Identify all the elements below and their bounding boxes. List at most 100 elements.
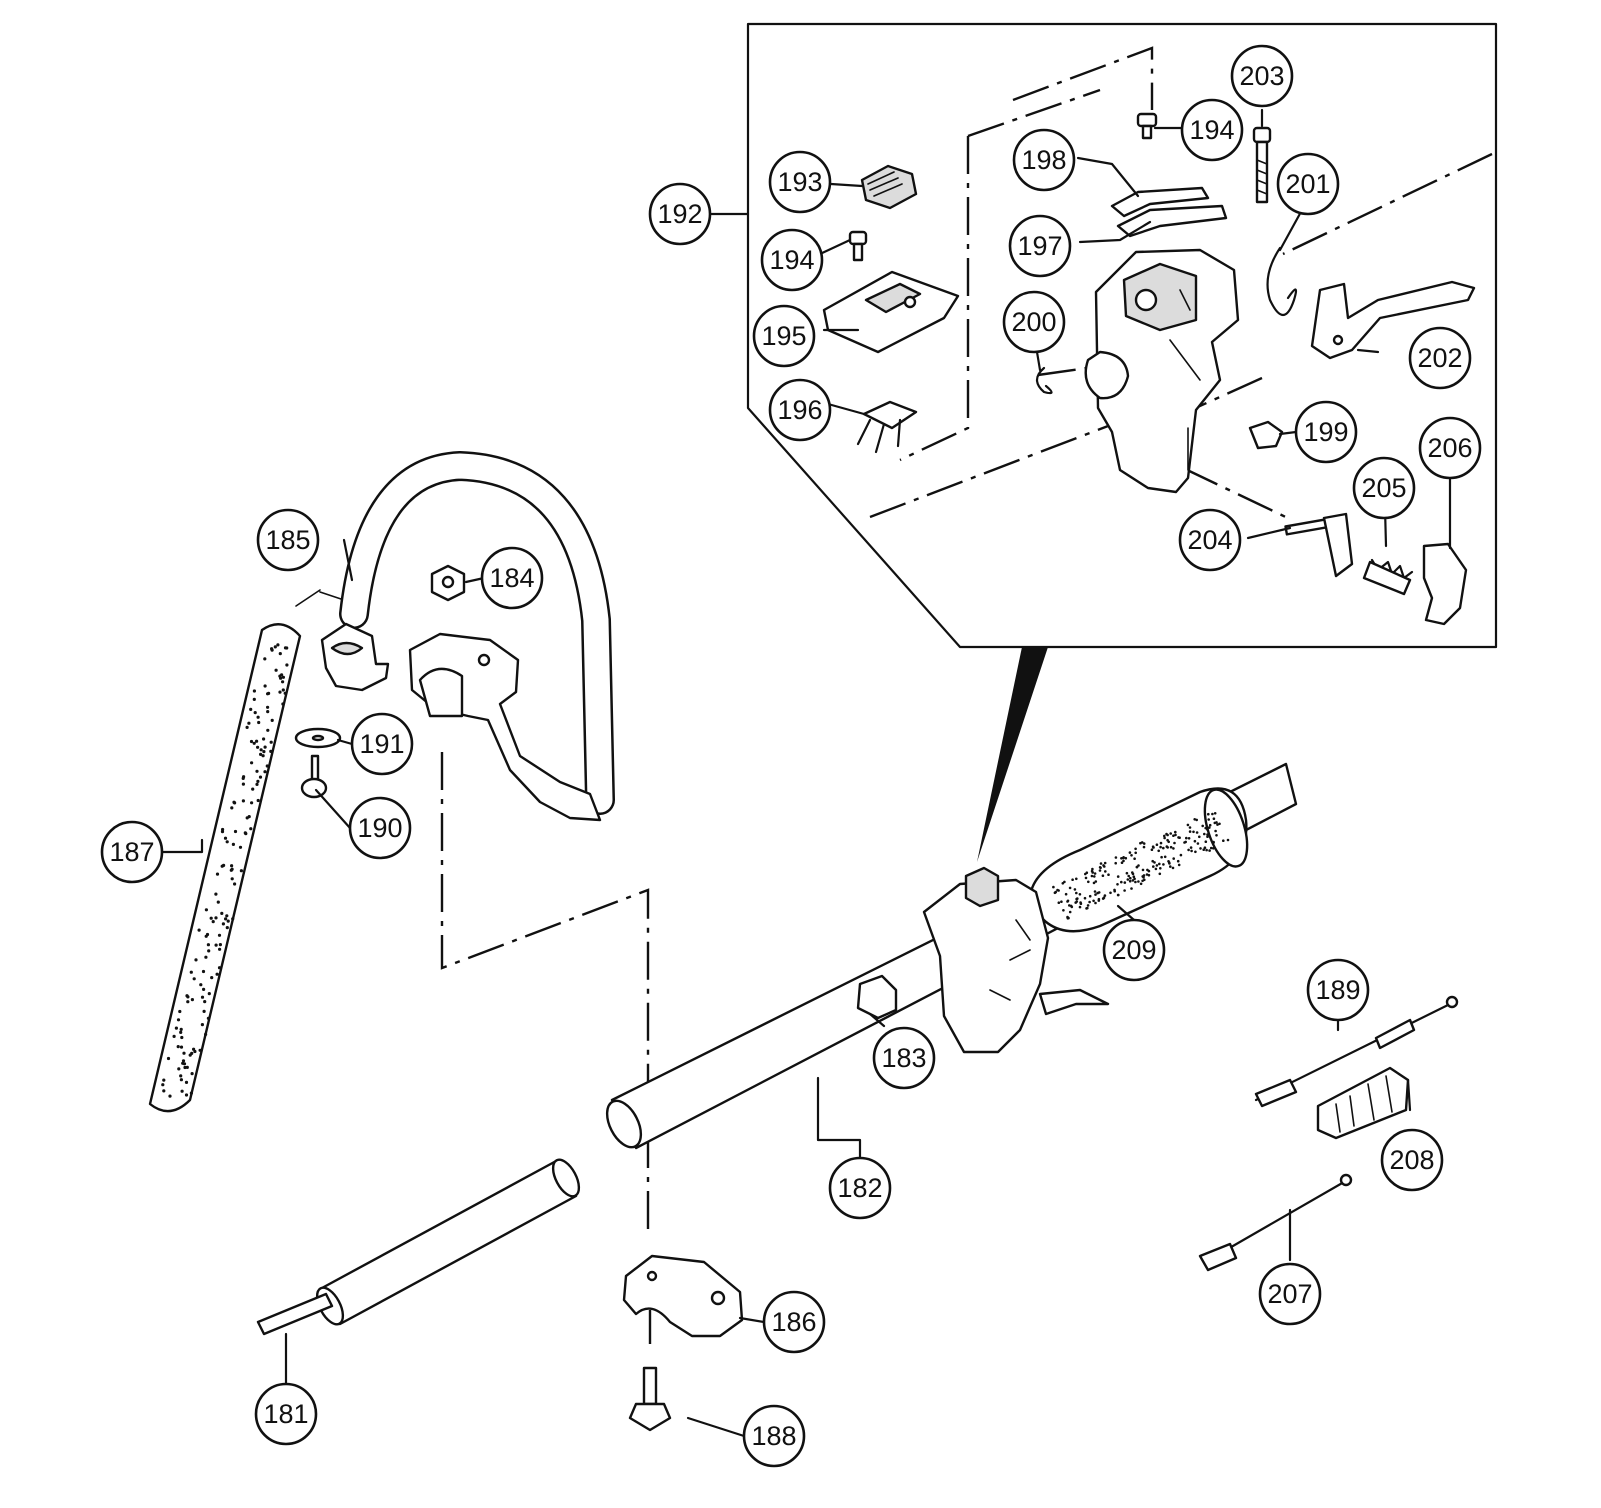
stipple-dot: [1091, 868, 1094, 871]
part-191-washer: [296, 729, 340, 747]
stipple-dot: [1127, 878, 1130, 881]
stipple-dot: [1069, 911, 1072, 914]
stipple-dot: [248, 815, 251, 818]
stipple-dot: [1208, 849, 1211, 852]
stipple-dot: [275, 669, 278, 672]
callout-label: 182: [837, 1173, 882, 1203]
part-203-bolt: [1254, 128, 1270, 202]
stipple-dot: [1160, 842, 1163, 845]
callout-183: 183: [874, 1028, 934, 1088]
stipple-dot: [250, 761, 253, 764]
stipple-dot: [239, 846, 242, 849]
callout-188: 188: [744, 1406, 804, 1466]
stipple-dot: [1094, 902, 1097, 905]
stipple-dot: [1210, 847, 1213, 850]
stipple-dot: [226, 840, 229, 843]
stipple-dot: [257, 716, 260, 719]
leader-lines: [162, 110, 1450, 1436]
stipple-dot: [1058, 901, 1061, 904]
callout-label: 202: [1417, 343, 1462, 373]
stipple-dot: [1117, 875, 1120, 878]
callout-label: 194: [1189, 115, 1234, 145]
stipple-dot: [250, 740, 253, 743]
stipple-dot: [180, 1036, 183, 1039]
stipple-dot: [1169, 832, 1172, 835]
stipple-dot: [177, 1045, 180, 1048]
stipple-dot: [173, 1035, 176, 1038]
callout-label: 203: [1239, 61, 1284, 91]
stipple-dot: [1052, 886, 1055, 889]
stipple-dot: [222, 922, 225, 925]
stipple-dot: [1157, 850, 1160, 853]
stipple-dot: [257, 799, 260, 802]
stipple-dot: [1104, 870, 1107, 873]
stipple-dot: [255, 783, 258, 786]
stipple-dot: [1130, 854, 1133, 857]
stipple-dot: [1197, 842, 1200, 845]
callout-197: 197: [1010, 216, 1070, 276]
stipple-dot: [1146, 869, 1149, 872]
stipple-dot: [1167, 860, 1170, 863]
stipple-dot: [231, 877, 234, 880]
stipple-dot: [180, 1046, 183, 1049]
stipple-dot: [1169, 865, 1172, 868]
stipple-dot: [208, 992, 211, 995]
stipple-dot: [1099, 867, 1102, 870]
stipple-dot: [1122, 860, 1125, 863]
stipple-dot: [205, 908, 208, 911]
stipple-dot: [1129, 880, 1132, 883]
stipple-dot: [264, 684, 267, 687]
stipple-dot: [1159, 846, 1162, 849]
stipple-dot: [249, 827, 252, 830]
callout-189: 189: [1308, 960, 1368, 1020]
stipple-dot: [274, 645, 277, 648]
stipple-dot: [1143, 846, 1146, 849]
callout-label: 196: [777, 395, 822, 425]
stipple-dot: [222, 864, 225, 867]
stipple-dot: [199, 983, 202, 986]
stipple-dot: [1075, 892, 1078, 895]
stipple-dot: [262, 737, 265, 740]
stipple-dot: [1188, 837, 1191, 840]
stipple-dot: [202, 988, 205, 991]
stipple-dot: [1127, 875, 1130, 878]
stipple-dot: [203, 1010, 206, 1013]
part-181-inner-shaft: [258, 1156, 584, 1334]
stipple-dot: [266, 729, 269, 732]
stipple-dot: [207, 1017, 210, 1020]
stipple-dot: [1062, 882, 1065, 885]
stipple-dot: [1131, 871, 1134, 874]
stipple-dot: [212, 920, 215, 923]
part-196-switch: [858, 402, 916, 452]
stipple-dot: [224, 837, 227, 840]
stipple-dot: [1180, 854, 1183, 857]
stipple-dot: [266, 692, 269, 695]
stipple-dot: [1214, 822, 1217, 825]
stipple-dot: [1095, 880, 1098, 883]
stipple-dot: [210, 917, 213, 920]
stipple-dot: [1155, 868, 1158, 871]
stipple-dot: [1148, 874, 1151, 877]
stipple-dot: [227, 920, 230, 923]
stipple-dot: [1140, 883, 1143, 886]
stipple-dot: [1115, 856, 1118, 859]
callout-label: 195: [761, 321, 806, 351]
stipple-dot: [218, 966, 221, 969]
part-205-spring: [1364, 560, 1412, 594]
stipple-dot: [1102, 864, 1105, 867]
stipple-dot: [214, 893, 217, 896]
stipple-dot: [1089, 895, 1092, 898]
stipple-dot: [1137, 880, 1140, 883]
stipple-dot: [253, 698, 256, 701]
stipple-dot: [1190, 846, 1193, 849]
stipple-dot: [1205, 840, 1208, 843]
part-195-plate: [824, 272, 958, 352]
stipple-dot: [1100, 862, 1103, 865]
callout-label: 198: [1021, 145, 1066, 175]
stipple-dot: [284, 646, 287, 649]
stipple-dot: [1134, 852, 1137, 855]
stipple-dot: [168, 1095, 171, 1098]
stipple-dot: [1125, 857, 1128, 860]
stipple-dot: [194, 958, 197, 961]
stipple-dot: [225, 914, 228, 917]
